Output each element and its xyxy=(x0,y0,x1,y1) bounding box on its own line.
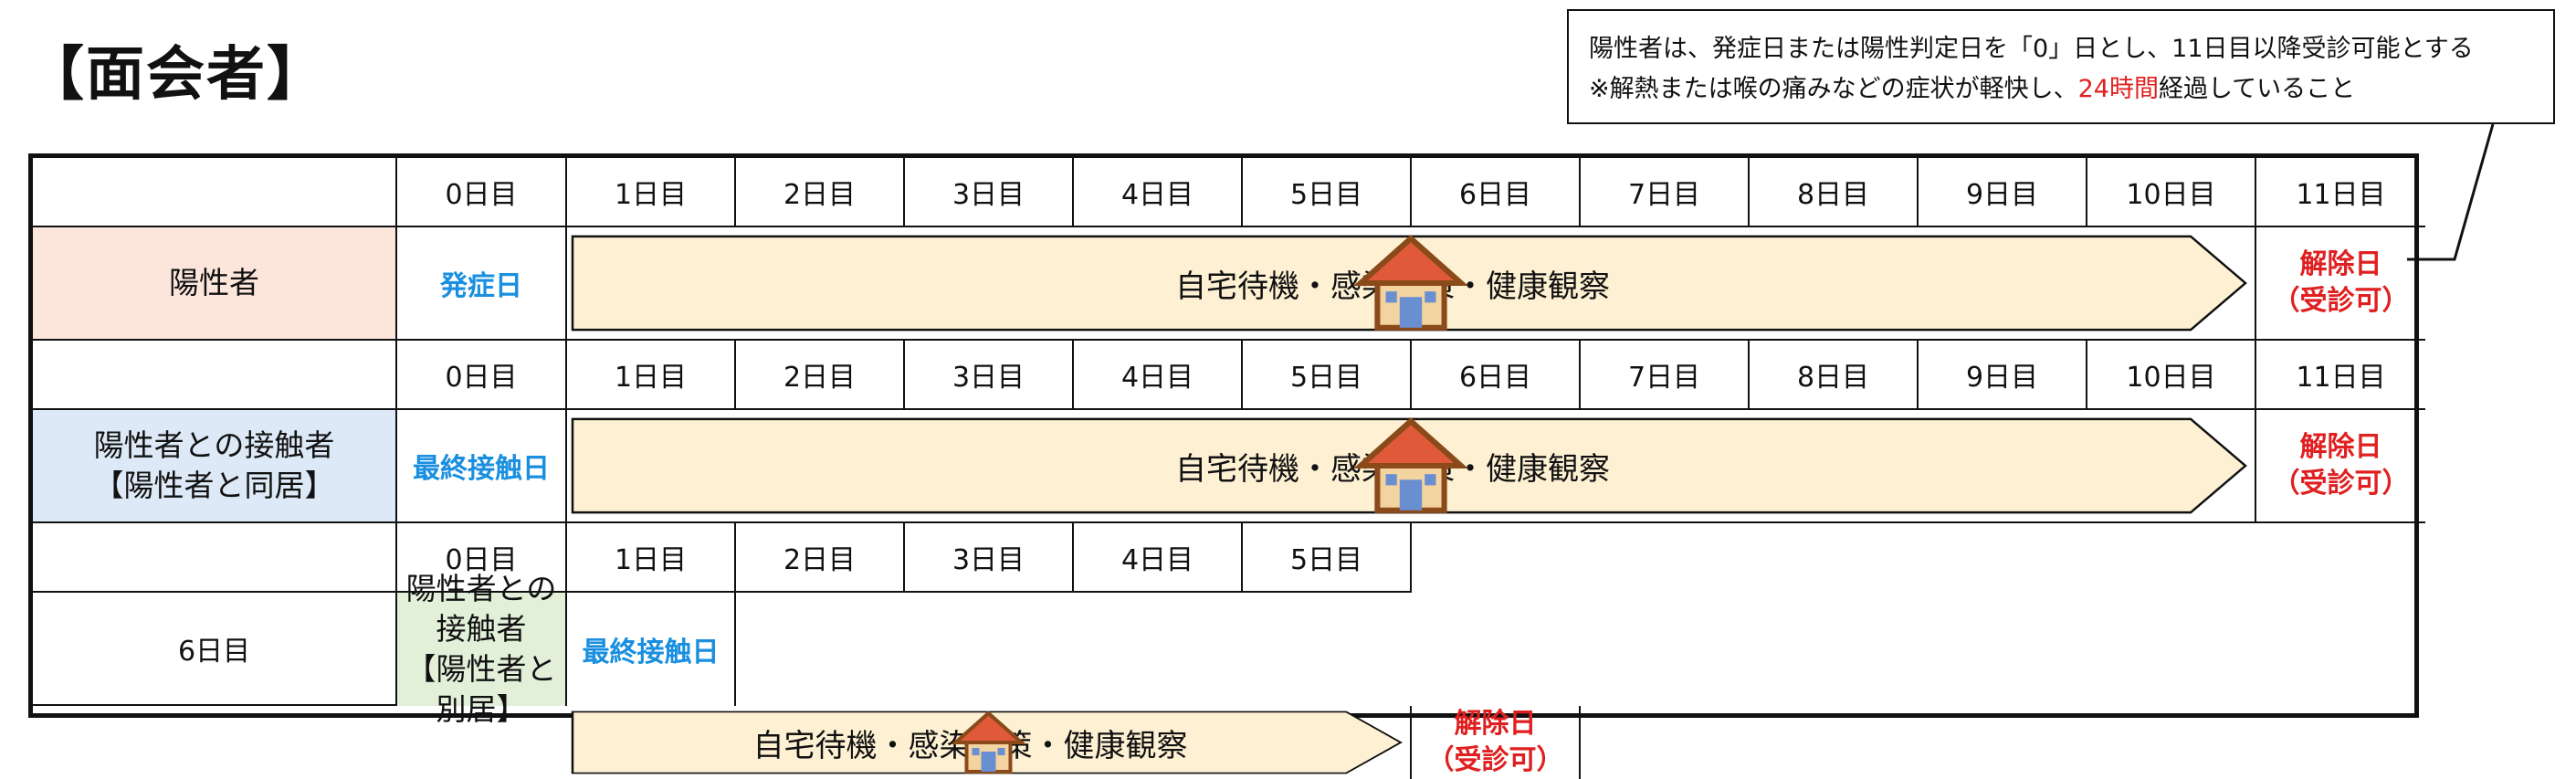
start-day-positive: 発症日 xyxy=(397,227,567,341)
row-label-line-1: 陽性者との接触者 xyxy=(405,571,557,647)
house-icon xyxy=(1353,417,1468,513)
release-sub: （受診可） xyxy=(1426,744,1564,776)
release-sub: （受診可） xyxy=(2272,468,2410,500)
period-arrow-separate: 自宅待機・感染対策・健康観察 xyxy=(567,706,1412,779)
day-header: 8日目 xyxy=(1750,158,1919,227)
row-label-line-2: 【陽性者と別居】 xyxy=(405,651,557,727)
day-header: 6日目 xyxy=(1412,158,1581,227)
day-header: 2日目 xyxy=(736,341,905,410)
header-blank xyxy=(33,523,397,593)
day-header: 0日目 xyxy=(397,158,567,227)
period-arrow-cohabiting: 自宅待機・感染対策・健康観察 xyxy=(567,410,2256,523)
release-day-cohabiting: 解除日 （受診可） xyxy=(2256,410,2425,523)
day-header: 9日目 xyxy=(1919,158,2087,227)
day-header: 3日目 xyxy=(905,341,1074,410)
note-line-2: ※解熱または喉の痛みなどの症状が軽快し、24時間経過していること xyxy=(1589,69,2533,110)
day-header: 10日目 xyxy=(2087,341,2256,410)
day-header: 11日目 xyxy=(2256,341,2425,410)
release-day-separate: 解除日 （受診可） xyxy=(1412,706,1581,779)
row-label-line-1: 陽性者との接触者 xyxy=(93,427,335,463)
day-header: 2日目 xyxy=(736,523,905,593)
release-label: 解除日 xyxy=(2299,248,2382,280)
row-label-line-2: 【陽性者と同居】 xyxy=(93,468,335,503)
day-header: 0日目 xyxy=(397,341,567,410)
header-blank xyxy=(33,158,397,227)
start-day-separate: 最終接触日 xyxy=(567,593,736,706)
house-icon xyxy=(1353,235,1468,331)
day-header: 4日目 xyxy=(1074,523,1243,593)
release-label: 解除日 xyxy=(1454,708,1537,740)
note-box: 陽性者は、発症日または陽性判定日を「0」日とし、11日目以降受診可能とする ※解… xyxy=(1567,9,2555,124)
day-header: 7日目 xyxy=(1581,158,1750,227)
day-header: 6日目 xyxy=(1412,341,1581,410)
row-label-positive: 陽性者 xyxy=(33,227,397,341)
day-header: 5日目 xyxy=(1243,158,1412,227)
callout-connector xyxy=(2407,123,2495,261)
day-header: 2日目 xyxy=(736,158,905,227)
row-label-cohabiting: 陽性者との接触者【陽性者と同居】 xyxy=(33,410,397,523)
day-header: 4日目 xyxy=(1074,158,1243,227)
period-arrow-positive: 自宅待機・感染対策・健康観察 xyxy=(567,227,2256,341)
day-header: 1日目 xyxy=(567,523,736,593)
house-icon xyxy=(951,711,1026,774)
note-line-1: 陽性者は、発症日または陽性判定日を「0」日とし、11日目以降受診可能とする xyxy=(1589,35,2474,63)
day-header: 3日目 xyxy=(905,523,1074,593)
day-header: 10日目 xyxy=(2087,158,2256,227)
page-title: 【面会者】 xyxy=(26,41,327,109)
note-line-2-red: 24時間 xyxy=(2077,75,2159,103)
note-line-2-b: 経過していること xyxy=(2158,75,2356,103)
day-header: 5日目 xyxy=(1243,341,1412,410)
release-sub: （受診可） xyxy=(2272,285,2410,317)
day-header: 6日目 xyxy=(33,593,397,706)
start-day-cohabiting: 最終接触日 xyxy=(397,410,567,523)
note-line-2-a: ※解熱または喉の痛みなどの症状が軽快し、 xyxy=(1589,75,2078,103)
day-header: 9日目 xyxy=(1919,341,2087,410)
row-label-separate: 陽性者との接触者【陽性者と別居】 xyxy=(397,571,567,727)
day-header: 1日目 xyxy=(567,341,736,410)
day-header: 8日目 xyxy=(1750,341,1919,410)
release-day-positive: 解除日 （受診可） xyxy=(2256,227,2425,341)
day-header: 4日目 xyxy=(1074,341,1243,410)
day-header: 7日目 xyxy=(1581,341,1750,410)
empty-area xyxy=(1412,523,2425,706)
schedule-table: 0日目 1日目 2日目 3日目 4日目 5日目 6日目 7日目 8日目 9日目 … xyxy=(28,153,2425,779)
day-header: 5日目 xyxy=(1243,523,1412,593)
day-header: 0日目 xyxy=(397,523,567,593)
header-blank xyxy=(33,341,397,410)
release-label: 解除日 xyxy=(2299,431,2382,463)
day-header: 3日目 xyxy=(905,158,1074,227)
day-header: 11日目 xyxy=(2256,158,2425,227)
day-header: 1日目 xyxy=(567,158,736,227)
